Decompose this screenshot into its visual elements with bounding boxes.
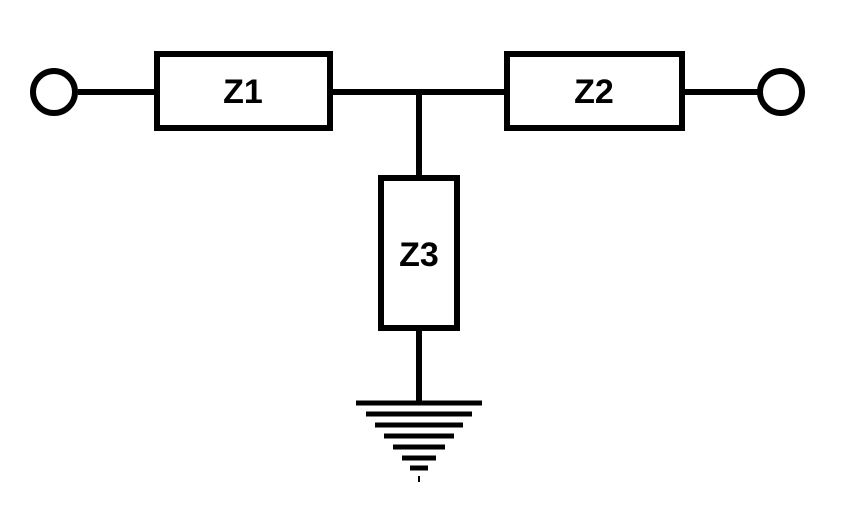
z3-box [378,175,460,331]
ground-symbol [356,400,482,482]
z1-label: Z1 [223,73,263,111]
z3-label: Z3 [399,236,439,274]
output-terminal [757,68,805,116]
z2-label: Z2 [574,73,614,111]
z1-box [154,51,333,131]
input-terminal [30,68,78,116]
z2-impedance: Z2 [504,51,685,131]
z1-impedance: Z1 [154,51,333,131]
z2-box [504,51,685,131]
z3-impedance: Z3 [378,175,460,331]
